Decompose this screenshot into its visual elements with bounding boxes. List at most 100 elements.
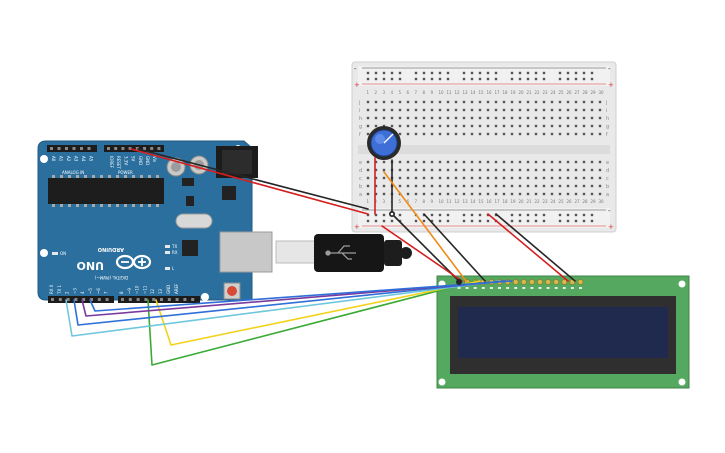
terminal-hole[interactable] — [502, 100, 506, 104]
rail-hole[interactable] — [574, 213, 578, 217]
terminal-hole[interactable] — [462, 116, 466, 120]
terminal-hole[interactable] — [366, 184, 370, 188]
header-pin[interactable] — [90, 298, 93, 301]
rail-hole[interactable] — [446, 219, 450, 223]
rail-hole[interactable] — [486, 77, 490, 81]
wire-gnd-to-rail[interactable] — [137, 148, 369, 210]
terminal-hole[interactable] — [590, 132, 594, 136]
terminal-hole[interactable] — [574, 108, 578, 112]
rail-hole[interactable] — [518, 71, 522, 75]
terminal-hole[interactable] — [470, 184, 474, 188]
terminal-hole[interactable] — [486, 116, 490, 120]
terminal-hole[interactable] — [518, 176, 522, 180]
terminal-hole[interactable] — [574, 116, 578, 120]
terminal-hole[interactable] — [406, 108, 410, 112]
terminal-hole[interactable] — [542, 132, 546, 136]
terminal-hole[interactable] — [502, 176, 506, 180]
terminal-hole[interactable] — [414, 108, 418, 112]
header-pin[interactable] — [50, 147, 53, 150]
terminal-hole[interactable] — [494, 124, 498, 128]
terminal-hole[interactable] — [582, 176, 586, 180]
rail-hole[interactable] — [582, 71, 586, 75]
terminal-hole[interactable] — [430, 160, 434, 164]
terminal-hole[interactable] — [414, 168, 418, 172]
rail-hole[interactable] — [542, 77, 546, 81]
terminal-hole[interactable] — [374, 176, 378, 180]
rail-hole[interactable] — [590, 77, 594, 81]
terminal-hole[interactable] — [438, 124, 442, 128]
terminal-hole[interactable] — [478, 168, 482, 172]
digital-header-high[interactable] — [118, 296, 200, 303]
terminal-hole[interactable] — [550, 192, 554, 196]
terminal-hole[interactable] — [414, 184, 418, 188]
terminal-hole[interactable] — [398, 160, 402, 164]
rail-hole[interactable] — [414, 219, 418, 223]
terminal-hole[interactable] — [414, 176, 418, 180]
terminal-hole[interactable] — [590, 184, 594, 188]
terminal-hole[interactable] — [502, 132, 506, 136]
header-pin[interactable] — [57, 147, 61, 150]
wire-d2-db7[interactable] — [89, 280, 513, 312]
rail-hole[interactable] — [526, 71, 530, 75]
rail-hole[interactable] — [462, 71, 466, 75]
terminal-hole[interactable] — [430, 192, 434, 196]
terminal-hole[interactable] — [366, 168, 370, 172]
terminal-hole[interactable] — [422, 116, 426, 120]
terminal-hole[interactable] — [406, 100, 410, 104]
terminal-hole[interactable] — [566, 116, 570, 120]
terminal-hole[interactable] — [470, 176, 474, 180]
rail-hole[interactable] — [534, 77, 538, 81]
terminal-hole[interactable] — [374, 108, 378, 112]
terminal-hole[interactable] — [382, 184, 386, 188]
wire-lcd-rw[interactable] — [423, 213, 486, 282]
header-pin[interactable] — [51, 298, 54, 301]
header-pin[interactable] — [136, 298, 140, 301]
terminal-hole[interactable] — [598, 132, 602, 136]
rail-hole[interactable] — [518, 219, 522, 223]
terminal-hole[interactable] — [542, 108, 546, 112]
terminal-hole[interactable] — [510, 192, 514, 196]
header-pin[interactable] — [191, 298, 195, 301]
terminal-hole[interactable] — [438, 132, 442, 136]
rail-hole[interactable] — [374, 77, 378, 81]
terminal-hole[interactable] — [398, 132, 402, 136]
terminal-hole[interactable] — [454, 176, 458, 180]
terminal-hole[interactable] — [590, 160, 594, 164]
terminal-hole[interactable] — [566, 124, 570, 128]
rail-hole[interactable] — [478, 77, 482, 81]
rail-hole[interactable] — [390, 71, 394, 75]
terminal-hole[interactable] — [374, 100, 378, 104]
header-pin[interactable] — [175, 298, 179, 301]
terminal-hole[interactable] — [486, 184, 490, 188]
rail-hole[interactable] — [590, 219, 594, 223]
terminal-hole[interactable] — [574, 168, 578, 172]
terminal-hole[interactable] — [398, 108, 402, 112]
terminal-hole[interactable] — [366, 192, 370, 196]
terminal-hole[interactable] — [518, 168, 522, 172]
header-pin[interactable] — [128, 147, 132, 150]
terminal-hole[interactable] — [558, 100, 562, 104]
terminal-hole[interactable] — [518, 124, 522, 128]
header-pin[interactable] — [121, 147, 125, 150]
wire-lcd-vdd[interactable] — [381, 225, 463, 282]
rail-hole[interactable] — [422, 219, 426, 223]
terminal-hole[interactable] — [446, 100, 450, 104]
terminal-hole[interactable] — [542, 116, 546, 120]
terminal-hole[interactable] — [526, 168, 530, 172]
terminal-hole[interactable] — [510, 168, 514, 172]
terminal-hole[interactable] — [454, 132, 458, 136]
terminal-hole[interactable] — [566, 160, 570, 164]
lcd-16x2-module[interactable] — [436, 275, 690, 389]
terminal-hole[interactable] — [438, 192, 442, 196]
terminal-hole[interactable] — [574, 124, 578, 128]
terminal-hole[interactable] — [446, 176, 450, 180]
rail-hole[interactable] — [374, 71, 378, 75]
rail-hole[interactable] — [510, 71, 514, 75]
terminal-hole[interactable] — [406, 160, 410, 164]
reset-button[interactable] — [227, 286, 237, 296]
rail-hole[interactable] — [510, 219, 514, 223]
terminal-hole[interactable] — [422, 168, 426, 172]
header-pin[interactable] — [66, 298, 70, 301]
rail-hole[interactable] — [374, 219, 378, 223]
